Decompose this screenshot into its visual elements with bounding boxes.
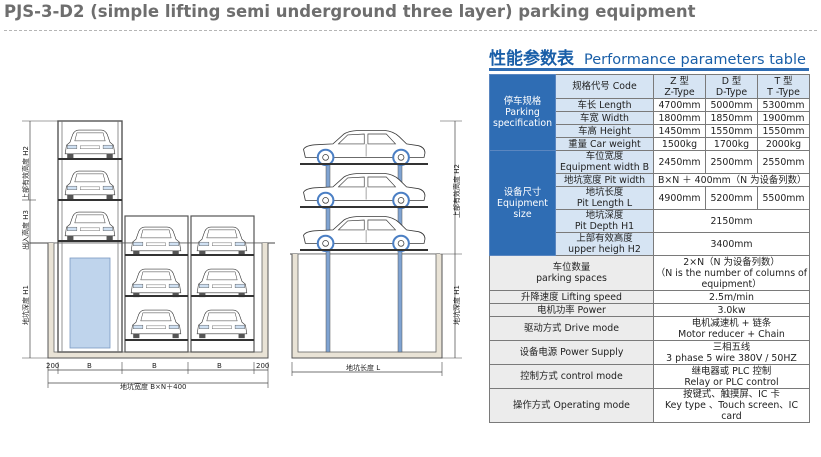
table-title-bar xyxy=(489,68,809,71)
table-title-en: Performance parameters table xyxy=(584,52,806,68)
dim-b-2: B xyxy=(152,362,157,370)
table-row: 升降速度 Lifting speed 2.5m/min xyxy=(489,290,810,304)
equipment-drawing: 上部有效高度 H2 出入高度 H3 地坑深度 H1 200 B B B 200 … xyxy=(21,120,462,391)
table-row: 重量 Car weight 1500kg 1700kg 2000kg xyxy=(490,137,810,151)
title-divider xyxy=(4,30,817,31)
side-view: 上部有效高度 H2 地坑深度 H1 地坑长度 L xyxy=(290,120,462,376)
page-title: PJS-3-D2 (simple lifting semi undergroun… xyxy=(4,2,696,21)
front-view: 上部有效高度 H2 出入高度 H3 地坑深度 H1 200 B B B 200 … xyxy=(21,120,275,391)
table-row: 车高 Height 1450mm 1550mm 1550mm xyxy=(490,124,810,138)
h3-label: 出入高度 H3 xyxy=(21,210,30,250)
pit-width-label: 地坑宽度 B×N＋400 xyxy=(120,382,187,391)
header-code: 规格代号 Code xyxy=(555,74,654,99)
dim-200-left: 200 xyxy=(46,362,59,370)
dim-b-3: B xyxy=(217,362,222,370)
dim-200-right: 200 xyxy=(256,362,269,370)
pit-length-label: 地坑长度 L xyxy=(346,363,380,372)
dim-b-1: B xyxy=(87,362,92,370)
h2-label: 上部有效高度 H2 xyxy=(21,146,30,200)
table-title: 性能参数表 Performance parameters table xyxy=(489,44,806,69)
h1-label: 地坑深度 H1 xyxy=(21,285,30,325)
table-row: 地坑宽度 Pit width B×N ＋ 400mm（N 为设备列数） xyxy=(490,173,810,187)
table-title-zh: 性能参数表 xyxy=(489,49,574,69)
h1-label-side: 地坑深度 H1 xyxy=(452,285,461,325)
h2-label-side: 上部有效高度 H2 xyxy=(452,164,461,218)
table-row: 电机功率 Power 3.0kw xyxy=(489,303,810,317)
